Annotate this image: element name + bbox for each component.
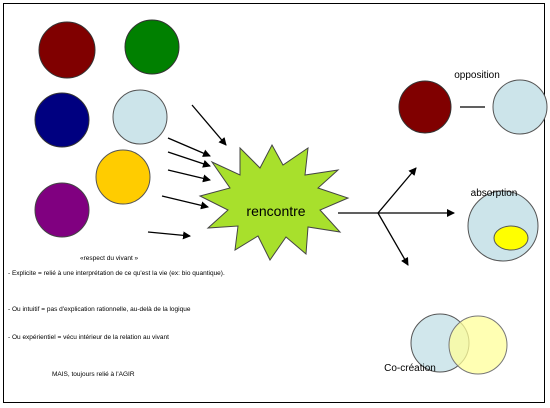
rencontre-label: rencontre [246,203,305,219]
arrow-in-5 [161,195,209,210]
arrow-in-1 [191,104,227,146]
gold-circle [95,149,151,205]
arrow-in-4 [167,169,211,183]
respect-heading: «respect du vivant » [80,255,139,262]
arrow-in-6 [147,231,191,240]
absorption-inner-ellipse [493,225,529,251]
bullet-explicite: - Explicite = relié à une interprétation… [8,270,225,277]
purple-circle [34,182,90,238]
mais-statement: MAIS, toujours relié à l'AGIR [52,371,135,378]
cocreation-pale-yellow-circle [448,315,508,375]
bullet-intuitif: - Ou intuitif = pas d'explication ration… [8,306,191,313]
navy-circle [34,92,90,148]
opposition-dark-red-circle [398,80,452,134]
arrow-out-down [377,212,409,266]
arrow-in-2 [167,137,211,157]
absorption-label: absorption [471,188,518,199]
green-circle [124,19,180,75]
dark-red-circle [38,21,96,79]
light-blue-circle [112,89,168,145]
cocreation-label: Co-création [384,363,436,374]
arrow-in-3 [167,151,211,168]
bullet-experientiel: - Ou expérientiel = vécu intérieur de la… [8,334,169,341]
absorption-outer-circle [467,190,539,262]
opposition-light-blue-circle [492,79,548,135]
arrow-out-up [377,167,417,214]
opposition-label: opposition [454,70,500,81]
rencontre-star [198,143,350,261]
